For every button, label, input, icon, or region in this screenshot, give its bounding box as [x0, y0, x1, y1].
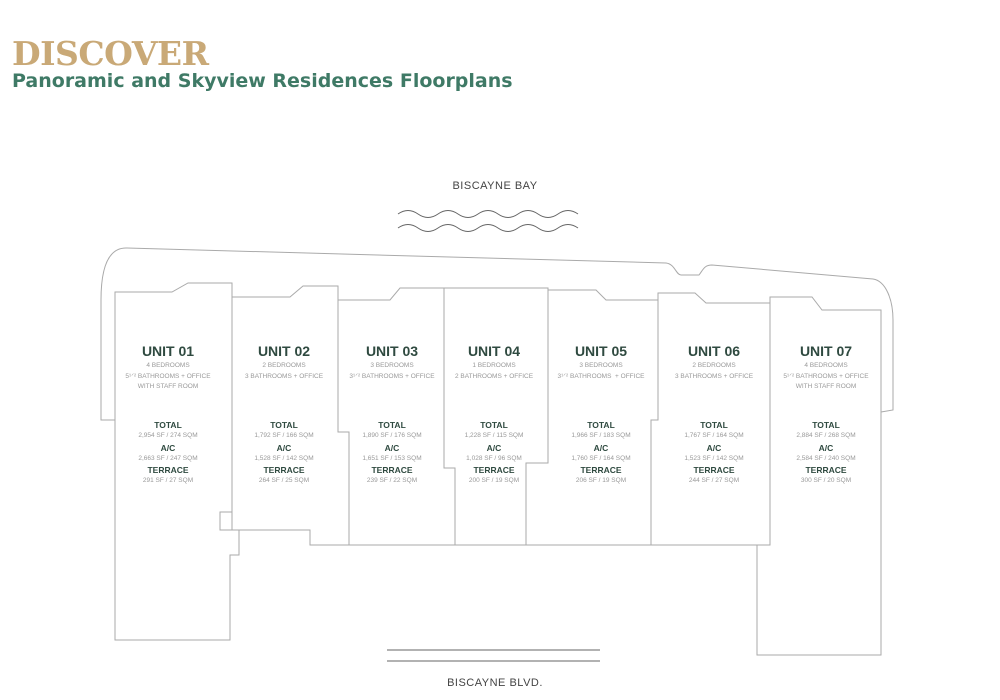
ac-label: A/C — [593, 442, 609, 453]
ac-label: A/C — [486, 442, 502, 453]
unit-description-line: 2 BATHROOMS + OFFICE — [454, 372, 534, 380]
unit-card[interactable]: UNIT 05 3 BEDROOMS 3¹ᐟ² BATHROOMS + OFFICE… — [541, 342, 661, 487]
terrace-label: TERRACE — [473, 465, 515, 475]
unit-card[interactable]: UNIT 07 4 BEDROOMS 5¹ᐟ² BATHROOMS + OFFICE… — [766, 342, 886, 487]
ac-value: 1,528 SF / 142 SQM — [254, 454, 314, 462]
unit-description-line: 3¹ᐟ² BATHROOMS + OFFICE — [349, 372, 435, 380]
ac-value: 1,651 SF / 153 SQM — [362, 454, 422, 462]
unit-card[interactable]: UNIT 06 2 BEDROOMS 3 BATHROOMS + OFFICE TO… — [654, 342, 774, 487]
unit-description-line: 3 BEDROOMS — [579, 362, 623, 369]
page-subtitle: Panoramic and Skyview Residences Floorpl… — [12, 70, 513, 92]
unit-07-outline[interactable] — [756, 296, 882, 656]
total-value: 1,792 SF / 166 SQM — [254, 432, 314, 439]
unit-name: UNIT 07 — [799, 343, 853, 359]
total-value: 1,767 SF / 164 SQM — [684, 432, 744, 439]
unit-description-line: 4 BEDROOMS — [804, 362, 848, 369]
unit-name: UNIT 06 — [687, 343, 741, 359]
unit-description-line: 3¹ᐟ² BATHROOMS + OFFICE — [557, 372, 645, 380]
ac-value: 1,523 SF / 142 SQM — [684, 454, 744, 462]
unit-description-line: WITH STAFF ROOM — [795, 383, 857, 390]
unit-name: UNIT 05 — [574, 343, 628, 359]
unit-description-line: 2 BEDROOMS — [262, 362, 306, 369]
total-value: 1,966 SF / 183 SQM — [571, 432, 631, 439]
ac-value: 2,584 SF / 240 SQM — [796, 454, 856, 462]
terrace-label: TERRACE — [580, 465, 622, 475]
terrace-value: 291 SF / 27 SQM — [142, 477, 194, 484]
ac-value: 2,663 SF / 247 SQM — [138, 454, 198, 462]
unit-card[interactable]: UNIT 01 4 BEDROOMS 5¹ᐟ² BATHROOMS + OFFICE… — [108, 342, 228, 487]
terrace-label: TERRACE — [371, 465, 413, 475]
unit-name: UNIT 02 — [257, 343, 311, 359]
total-label: TOTAL — [700, 420, 728, 430]
total-label: TOTAL — [270, 420, 298, 430]
unit-card[interactable]: UNIT 02 2 BEDROOMS 3 BATHROOMS + OFFICE TO… — [224, 342, 344, 487]
unit-description-line: 5¹ᐟ² BATHROOMS + OFFICE — [125, 372, 211, 380]
total-label: TOTAL — [378, 420, 406, 430]
ac-label: A/C — [160, 442, 176, 453]
total-value: 1,228 SF / 115 SQM — [464, 432, 524, 439]
ac-value: 1,028 SF / 96 SQM — [466, 454, 522, 462]
unit-description-line: 1 BEDROOMS — [472, 362, 516, 369]
total-value: 1,890 SF / 176 SQM — [362, 432, 422, 439]
total-value: 2,884 SF / 268 SQM — [796, 432, 856, 439]
unit-description-line: 3 BEDROOMS — [370, 362, 414, 369]
unit-description-line: 3 BATHROOMS + OFFICE — [244, 372, 324, 380]
biscayne-bay-label: BISCAYNE BAY — [452, 180, 538, 192]
unit-description-line: 3 BATHROOMS + OFFICE — [674, 372, 754, 380]
total-label: TOTAL — [154, 420, 182, 430]
building-outline — [100, 247, 894, 421]
terrace-value: 300 SF / 20 SQM — [800, 477, 852, 484]
ac-label: A/C — [706, 442, 722, 453]
biscayne-blvd-label: BISCAYNE BLVD. — [447, 677, 543, 689]
unit-card[interactable]: UNIT 04 1 BEDROOMS 2 BATHROOMS + OFFICE TO… — [434, 342, 554, 487]
total-label: TOTAL — [812, 420, 840, 430]
unit-card[interactable]: UNIT 03 3 BEDROOMS 3¹ᐟ² BATHROOMS + OFFICE… — [332, 342, 452, 487]
terrace-value: 264 SF / 25 SQM — [258, 477, 310, 484]
terrace-value: 244 SF / 27 SQM — [688, 477, 740, 484]
road-lines — [387, 649, 600, 662]
ac-label: A/C — [384, 442, 400, 453]
water-waves-icon — [397, 210, 579, 232]
ac-label: A/C — [818, 442, 834, 453]
unit-description-line: 2 BEDROOMS — [692, 362, 736, 369]
total-label: TOTAL — [587, 420, 615, 430]
unit-name: UNIT 01 — [141, 343, 195, 359]
terrace-label: TERRACE — [147, 465, 189, 475]
unit-description-line: WITH STAFF ROOM — [137, 383, 199, 390]
total-label: TOTAL — [480, 420, 508, 430]
terrace-label: TERRACE — [805, 465, 847, 475]
unit-description-line: 4 BEDROOMS — [146, 362, 190, 369]
ac-value: 1,760 SF / 164 SQM — [571, 454, 631, 462]
unit-description-line: 5¹ᐟ² BATHROOMS + OFFICE — [783, 372, 869, 380]
page-title: DISCOVER — [12, 34, 209, 73]
terrace-label: TERRACE — [263, 465, 305, 475]
total-value: 2,954 SF / 274 SQM — [138, 432, 198, 439]
terrace-value: 200 SF / 19 SQM — [468, 477, 520, 484]
ac-label: A/C — [276, 442, 292, 453]
terrace-value: 239 SF / 22 SQM — [366, 477, 418, 484]
terrace-label: TERRACE — [693, 465, 735, 475]
unit-name: UNIT 04 — [467, 343, 521, 359]
unit-name: UNIT 03 — [365, 343, 419, 359]
terrace-value: 206 SF / 19 SQM — [575, 477, 627, 484]
